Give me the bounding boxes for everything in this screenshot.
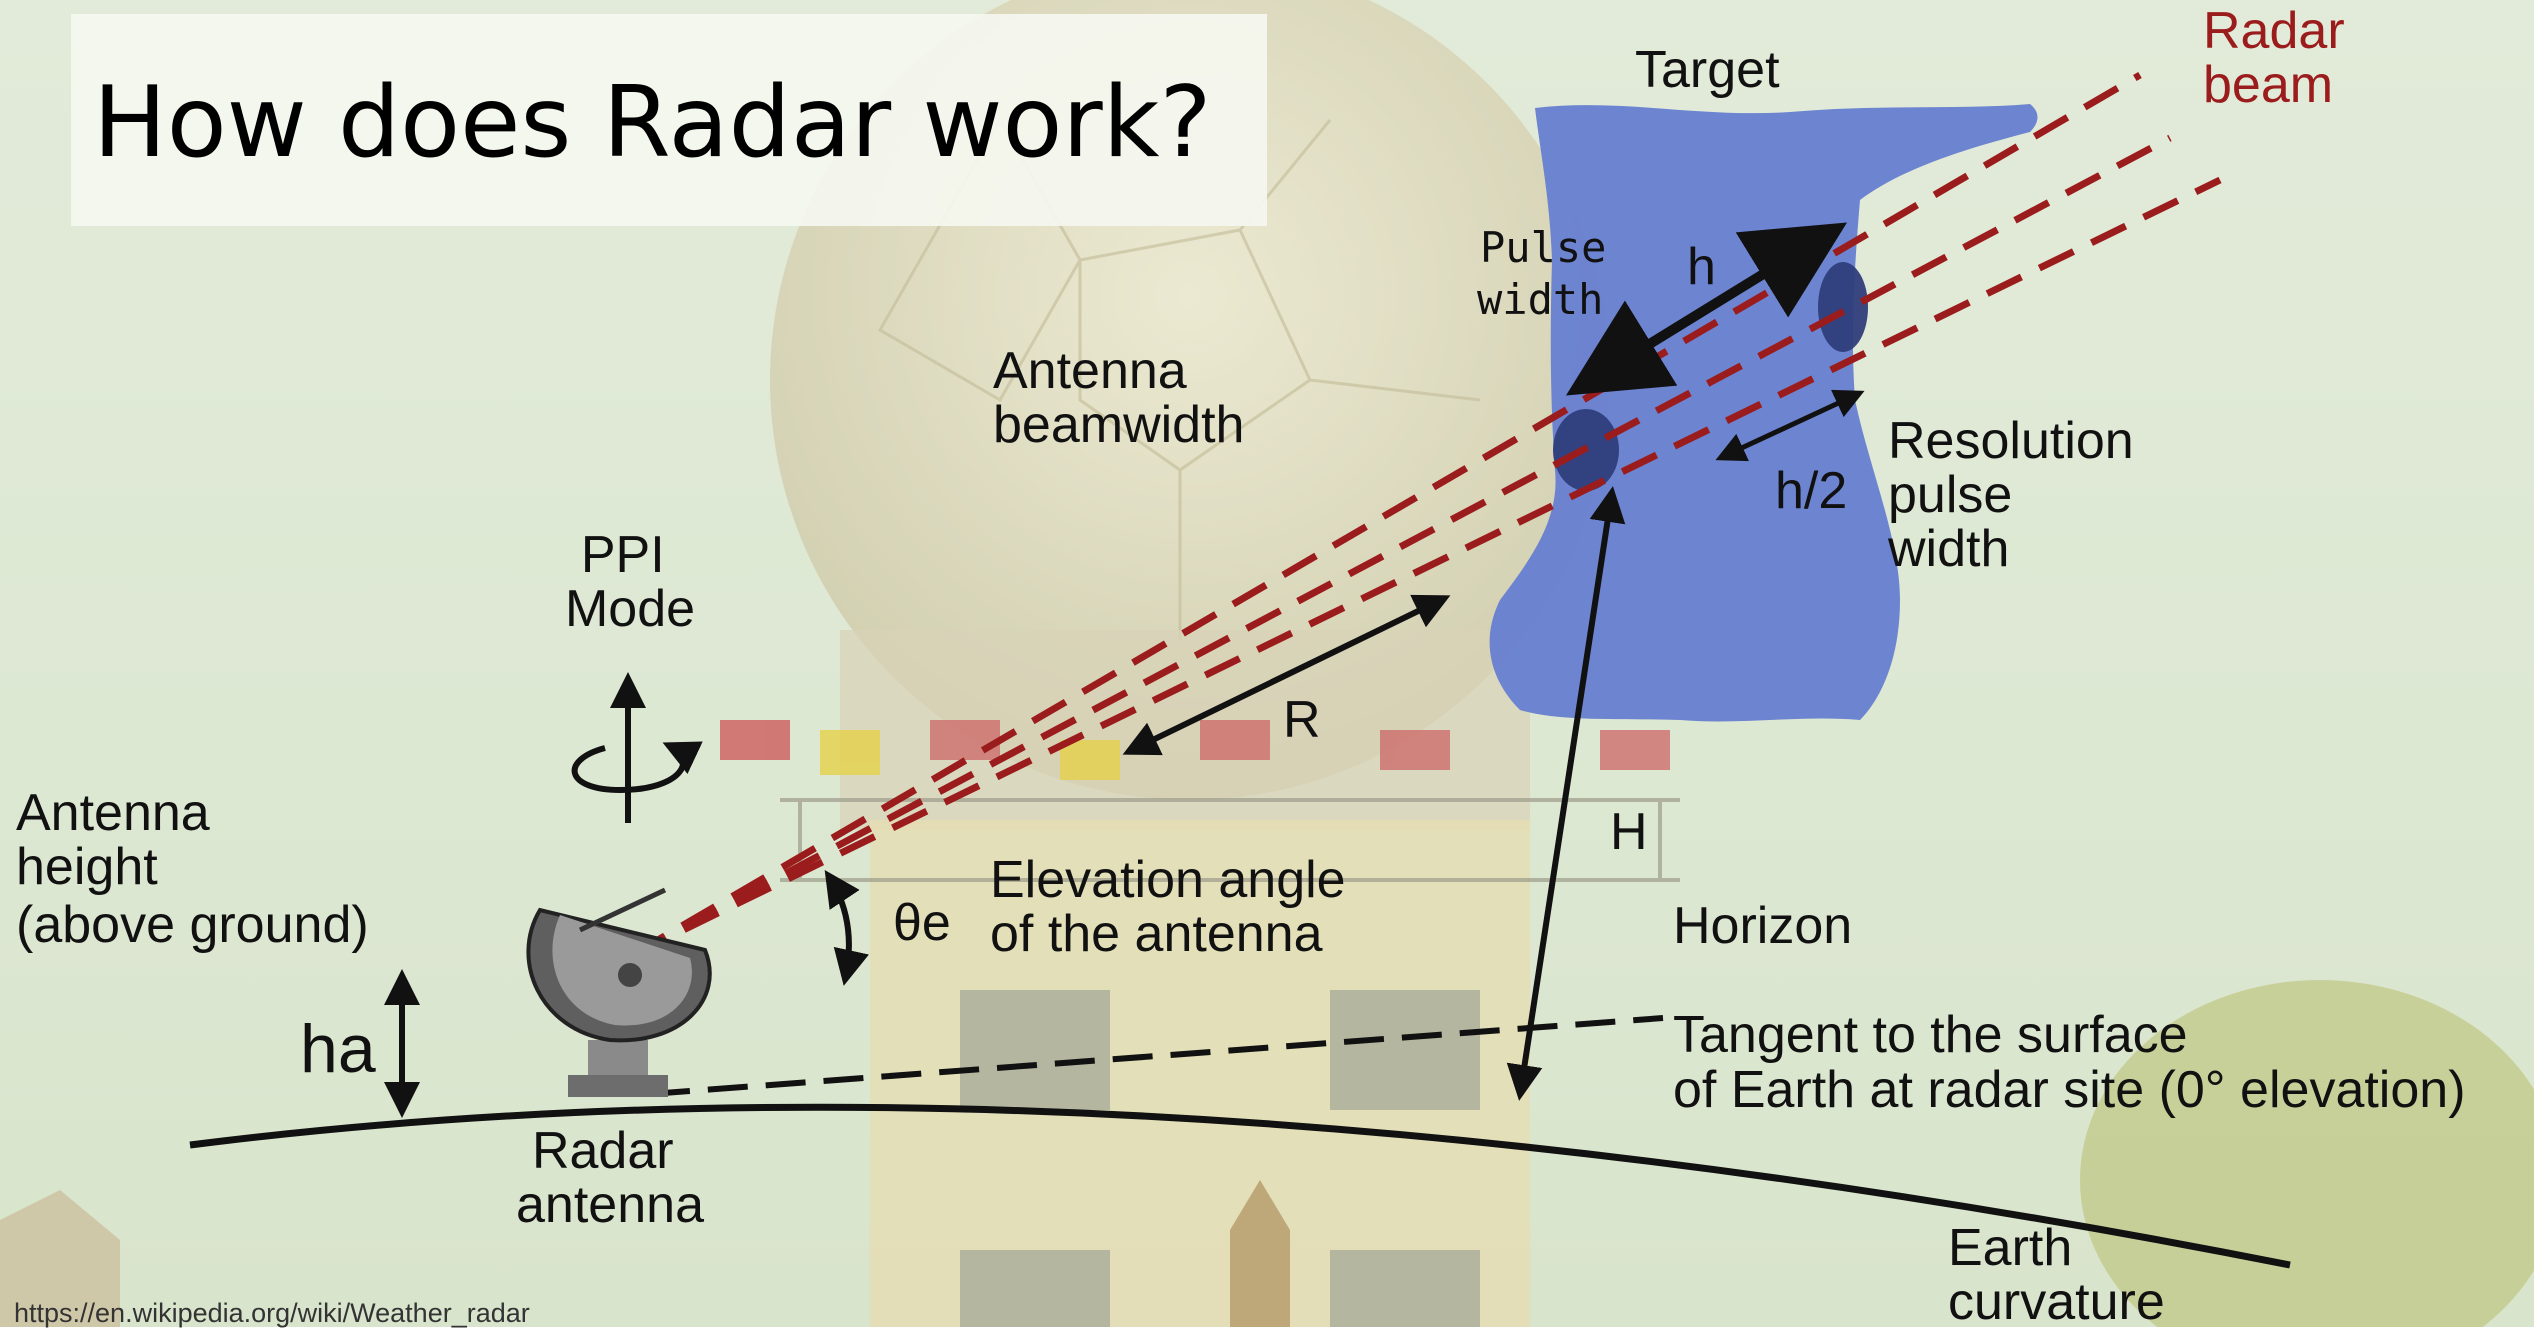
theta-e-label: θe bbox=[893, 894, 951, 952]
tangent-label: Tangent to the surface of Earth at radar… bbox=[1673, 1006, 2466, 1119]
elevation-angle-label: Elevation angle of the antenna bbox=[990, 851, 1360, 963]
elevation-angle-arc bbox=[824, 870, 869, 986]
ha-label: ha bbox=[300, 1011, 376, 1087]
source-link[interactable]: https://en.wikipedia.org/wiki/Weather_ra… bbox=[14, 1298, 530, 1328]
half-pulse-arrow bbox=[1715, 389, 1865, 462]
r-label: R bbox=[1283, 691, 1321, 749]
big-h-label: H bbox=[1610, 803, 1648, 861]
height-h-arrow bbox=[1506, 486, 1626, 1101]
radar-beam-label: Radar beam bbox=[2203, 2, 2359, 114]
h-label: h bbox=[1687, 238, 1716, 296]
pulse-width-label: Pulse width bbox=[1477, 223, 1632, 324]
ppi-mode-label: PPI Mode bbox=[565, 526, 695, 638]
horizon-label: Horizon bbox=[1673, 897, 1852, 955]
target-label: Target bbox=[1635, 41, 1780, 99]
h-half-label: h/2 bbox=[1775, 462, 1847, 520]
antenna-height-label: Antenna height (above ground) bbox=[16, 784, 369, 954]
range-r-arrow bbox=[1122, 594, 1451, 756]
resolution-pulse-width-label: Resolution pulse width bbox=[1887, 412, 2148, 578]
slide-title: How does Radar work? bbox=[93, 66, 1212, 180]
satellite-dish-icon bbox=[526, 887, 712, 1097]
radar-antenna-label: Radar antenna bbox=[516, 1122, 704, 1234]
title-panel: How does Radar work? bbox=[71, 14, 1267, 226]
pulse-width-arrow bbox=[1565, 222, 1848, 396]
rotation-arrow-icon bbox=[571, 672, 703, 823]
tangent-line bbox=[649, 1015, 1664, 1097]
radar-beams bbox=[630, 71, 2222, 959]
antenna-beamwidth-label: Antenna beamwidth bbox=[993, 342, 1244, 454]
resolution-volume-upper bbox=[1818, 262, 1868, 352]
earth-curvature-line bbox=[189, 1103, 2291, 1269]
earth-curvature-label: Earth curvature bbox=[1948, 1219, 2165, 1327]
